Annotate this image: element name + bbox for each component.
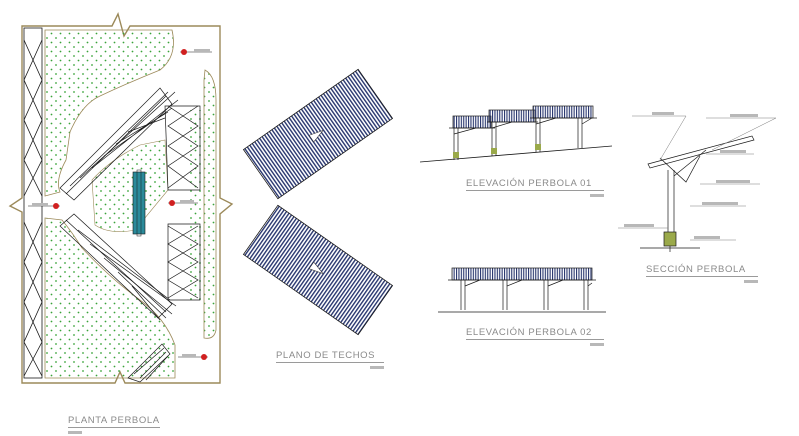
- label-planta-text: PLANTA PERBOLA: [68, 415, 160, 426]
- scale-bar: [68, 431, 82, 434]
- roof-panel-lower: [242, 204, 394, 336]
- elevation-02: [438, 267, 606, 313]
- label-underline: [466, 190, 604, 191]
- scale-bar: [370, 366, 384, 369]
- pergola-arm-upper: [59, 87, 201, 201]
- garden-right-inner: [188, 110, 202, 300]
- label-underline: [276, 362, 384, 363]
- garden-right: [203, 69, 217, 339]
- central-bench: [132, 169, 146, 237]
- level-markers: [28, 49, 212, 360]
- label-elev02-text: ELEVACIÓN PERBOLA 02: [466, 327, 592, 338]
- label-underline: [646, 276, 758, 277]
- label-underline: [68, 427, 160, 428]
- label-elevacion-01: ELEVACIÓN PERBOLA 01: [466, 178, 604, 197]
- scale-bar: [590, 343, 604, 346]
- pergola-stub-bottom: [127, 343, 171, 383]
- label-seccion-perbola: SECCIÓN PERBOLA: [646, 264, 758, 283]
- elevation-01-posts-accent: [453, 144, 541, 158]
- label-seccion-text: SECCIÓN PERBOLA: [646, 264, 746, 275]
- label-underline: [466, 339, 604, 340]
- label-elevacion-02: ELEVACIÓN PERBOLA 02: [466, 327, 604, 346]
- roof-panel-upper: [242, 68, 394, 200]
- scale-bar: [590, 194, 604, 197]
- label-plano-de-techos: PLANO DE TECHOS: [276, 350, 384, 369]
- elevation-01: [419, 105, 613, 163]
- roof-plan: [242, 68, 394, 336]
- section-detail: [618, 112, 777, 252]
- pergola-arm-lower: [59, 213, 201, 321]
- label-plano-techos-text: PLANO DE TECHOS: [276, 350, 376, 361]
- planta-perbola-plan: [8, 12, 234, 384]
- label-planta-perbola: PLANTA PERBOLA: [68, 415, 160, 434]
- label-elev01-text: ELEVACIÓN PERBOLA 01: [466, 178, 592, 189]
- garden-upper: [44, 29, 174, 197]
- garden-lower: [44, 217, 176, 379]
- scale-bar: [744, 280, 758, 283]
